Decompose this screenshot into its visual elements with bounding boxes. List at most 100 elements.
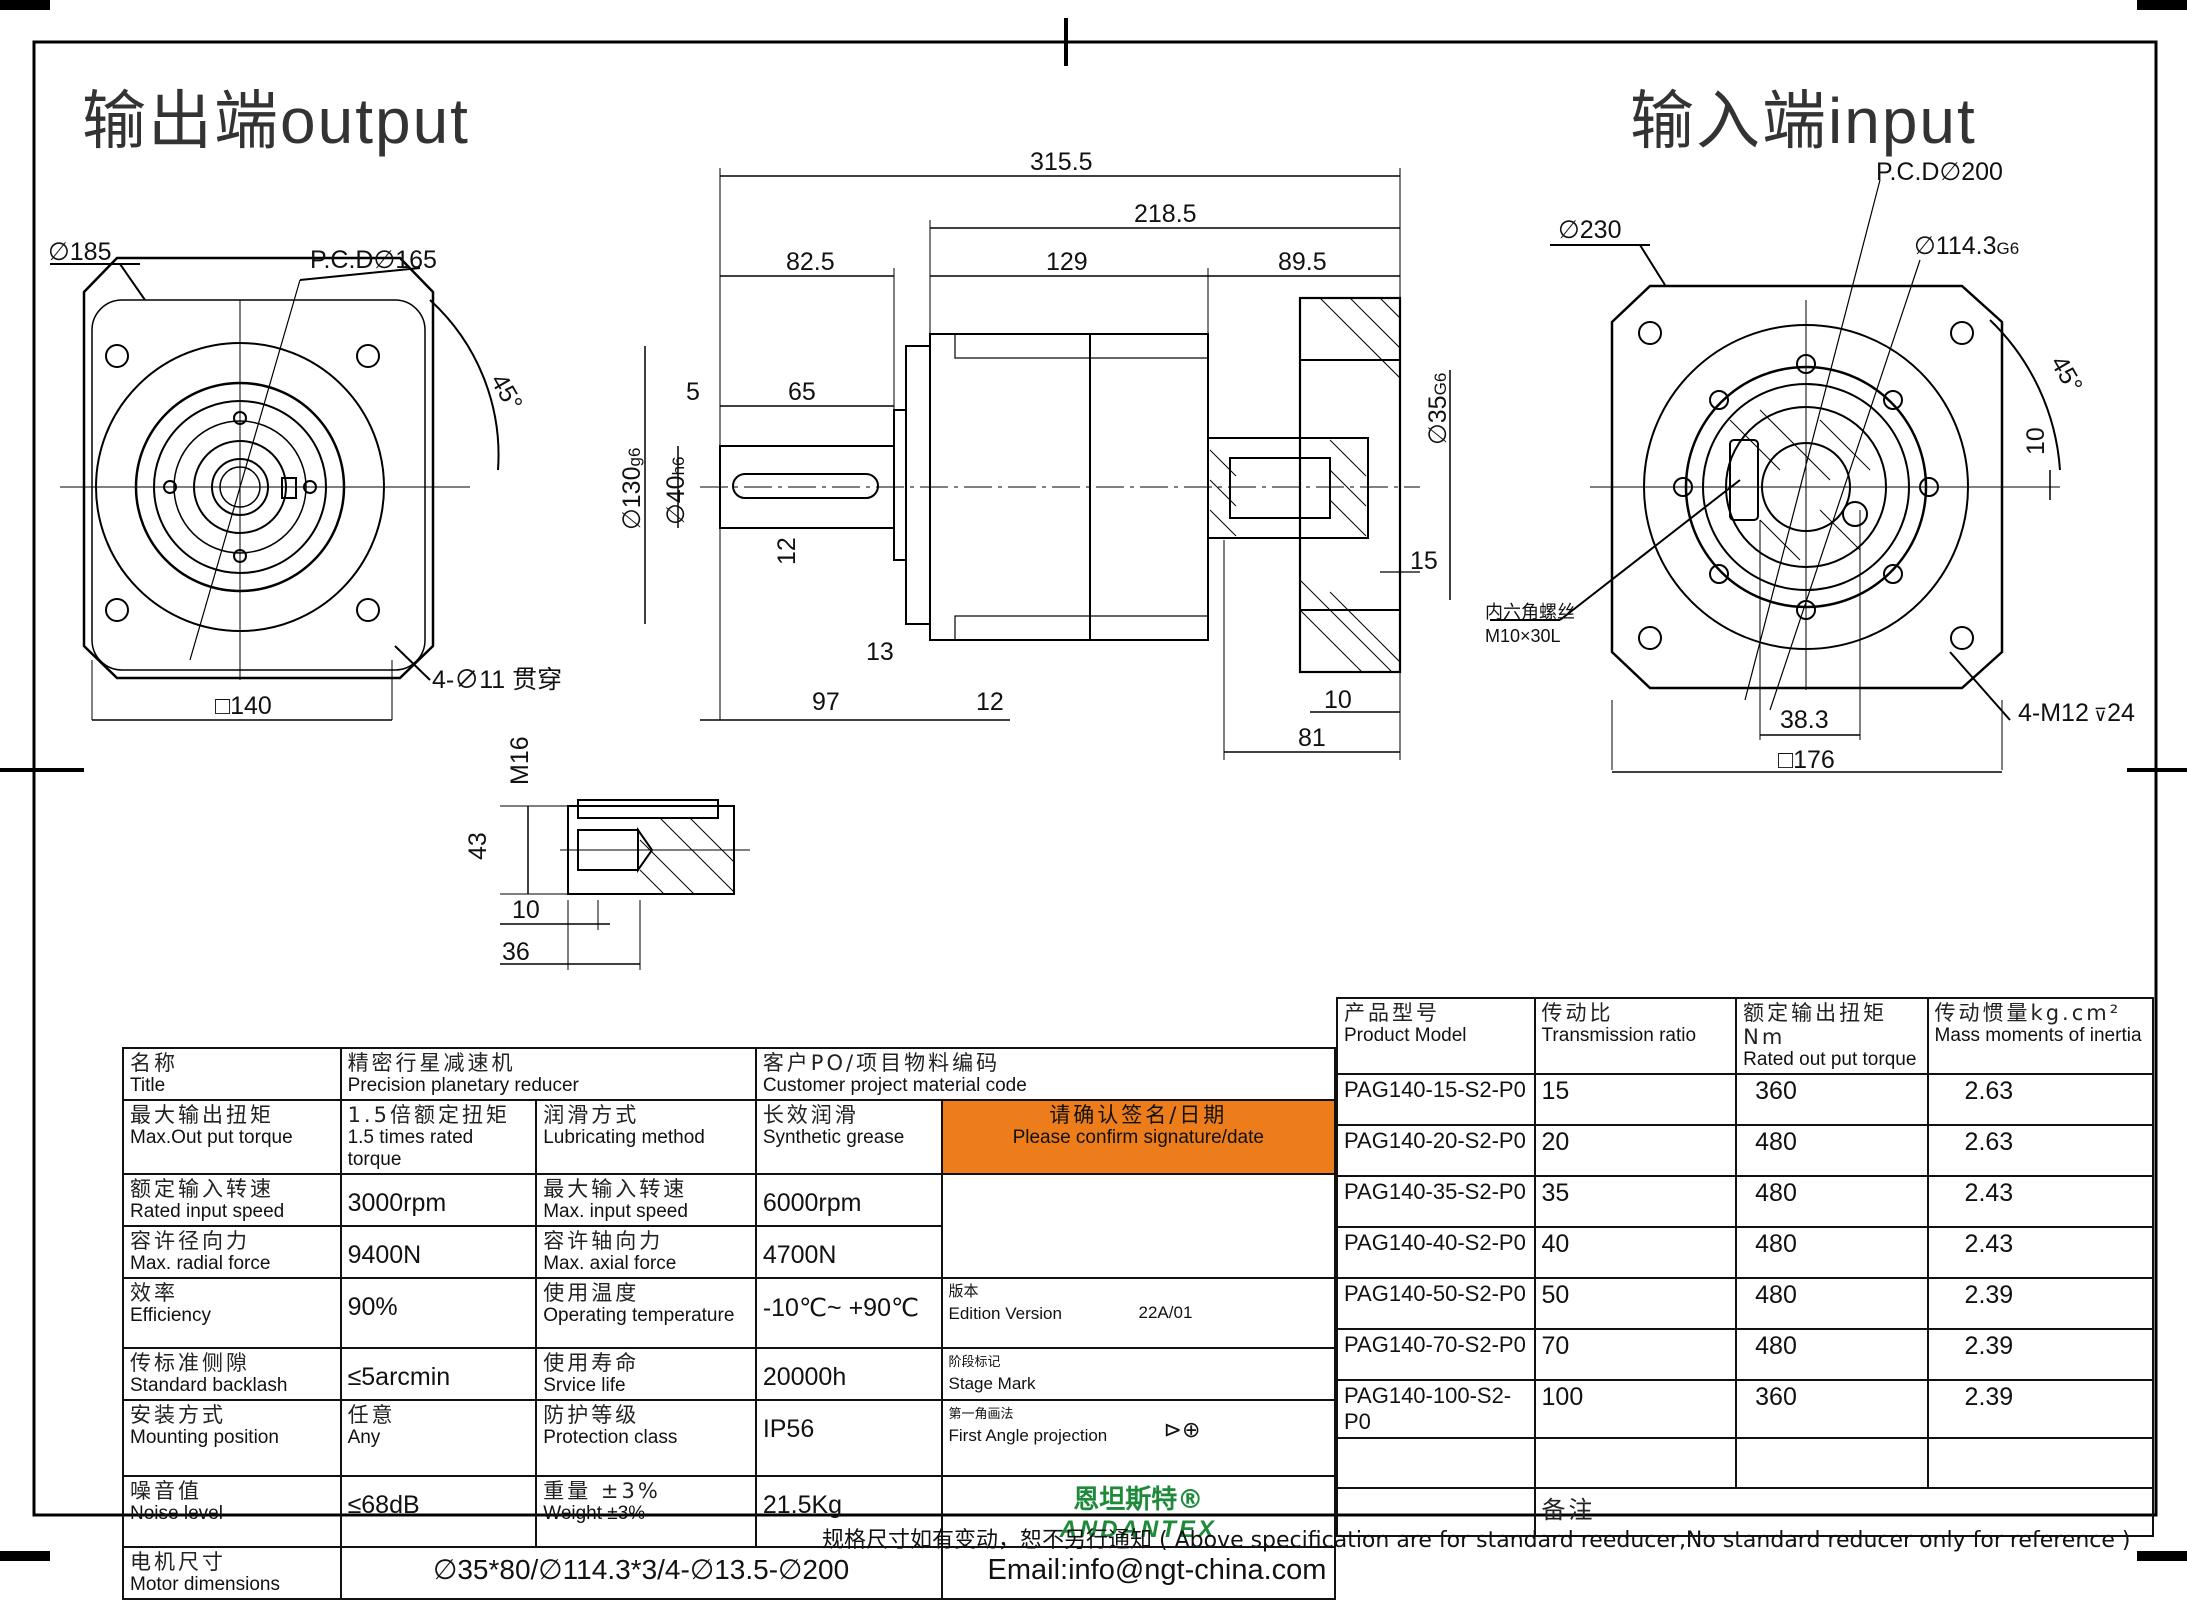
empty-cell	[1336, 1487, 1536, 1537]
noise-value: ≤68dB	[339, 1475, 538, 1548]
table-row: PAG140-35-S2-P0 35 480 2.43	[1336, 1175, 2155, 1228]
torque-cell: 480	[1735, 1124, 1929, 1177]
model-cell: PAG140-50-S2-P0	[1336, 1277, 1536, 1330]
dim-65: 65	[788, 378, 816, 406]
input-header: 输入端input	[1630, 70, 1977, 162]
torque-cell: 480	[1735, 1175, 1929, 1228]
table-row: PAG140-50-S2-P0 50 480 2.39	[1336, 1277, 2155, 1330]
temp-value: -10℃~ +90℃	[754, 1277, 943, 1349]
weight-label: 重量 ±3%Weight ±3%	[535, 1475, 757, 1548]
dim-12-flange: 12	[976, 688, 1004, 716]
dim-holes: 4-∅11 贯穿	[432, 666, 562, 694]
dim-10-m16: 10	[512, 896, 540, 924]
remark-row: 备注	[1336, 1487, 2155, 1537]
table-row: PAG140-70-S2-P0 70 480 2.39	[1336, 1328, 2155, 1381]
projection-symbol-icon: ⊳⊕	[1163, 1417, 1201, 1442]
dim-sq140: □140	[215, 692, 272, 720]
dim-sq176: □176	[1778, 746, 1835, 774]
dim-m12: 4-M12 ⊽24	[2018, 699, 2135, 727]
dim-10-input: 10	[1324, 686, 1352, 714]
inertia-cell: 2.39	[1926, 1277, 2155, 1330]
model-cell: PAG140-100-S2-P0	[1336, 1379, 1536, 1439]
model-cell: PAG140-40-S2-P0	[1336, 1226, 1536, 1279]
dim-m16: M16	[506, 736, 534, 785]
table-row: PAG140-15-S2-P0 15 360 2.63	[1336, 1073, 2155, 1126]
rated-speed-value: 3000rpm	[339, 1173, 538, 1227]
model-cell: PAG140-15-S2-P0	[1336, 1073, 1536, 1126]
dim-36: 36	[502, 938, 530, 966]
side-view	[644, 168, 1451, 760]
ratio-cell: 40	[1533, 1226, 1738, 1279]
dim-315-5: 315.5	[1030, 148, 1093, 176]
empty-cell	[1735, 1437, 1929, 1489]
signature-area[interactable]	[940, 1173, 1337, 1279]
protection-value: IP56	[754, 1399, 943, 1477]
input-header-cn: 输入端	[1630, 85, 1828, 159]
output-flange-view	[50, 256, 500, 721]
dim-89-5: 89.5	[1278, 248, 1327, 276]
dim-81: 81	[1298, 724, 1326, 752]
dim-38-3: 38.3	[1780, 706, 1829, 734]
brand-logo: 恩坦斯特® ANDANTEX	[940, 1475, 1337, 1548]
email-cell: Email:info@ngt-china.com	[940, 1546, 1337, 1600]
empty-cell	[1533, 1437, 1738, 1489]
output-header-cn: 输出端	[82, 85, 280, 159]
model-cell: PAG140-70-S2-P0	[1336, 1328, 1536, 1381]
dim-5: 5	[686, 378, 700, 406]
torque-cell: 480	[1735, 1226, 1929, 1279]
radial-value: 9400N	[339, 1225, 538, 1279]
table-row: PAG140-100-S2-P0 100 360 2.39	[1336, 1379, 2155, 1439]
dim-d185: ∅185	[48, 238, 112, 266]
table-row	[1336, 1437, 2155, 1489]
dim-12-key: 12	[773, 537, 801, 565]
ratio-cell: 50	[1533, 1277, 1738, 1330]
dim-218-5: 218.5	[1134, 200, 1197, 228]
inertia-cell: 2.43	[1926, 1175, 2155, 1228]
empty-cell	[1336, 1437, 1536, 1489]
ratio-cell: 15	[1533, 1073, 1738, 1126]
ratio-cell: 20	[1533, 1124, 1738, 1177]
ratio-cell: 35	[1533, 1175, 1738, 1228]
dim-97: 97	[812, 688, 840, 716]
table-row: PAG140-20-S2-P0 20 480 2.63	[1336, 1124, 2155, 1177]
dim-d230: ∅230	[1558, 216, 1622, 244]
life-value: 20000h	[754, 1347, 943, 1401]
dim-d35: ∅35G6	[1424, 373, 1452, 445]
inertia-cell: 2.63	[1926, 1073, 2155, 1126]
weight-value: 21.5Kg	[754, 1475, 943, 1548]
torque-cell: 360	[1735, 1073, 1929, 1126]
dim-d114-3: ∅114.3G6	[1914, 232, 2019, 260]
m16-detail	[500, 799, 750, 970]
dim-d130: ∅130g6	[618, 448, 646, 530]
remark-cell: 备注	[1533, 1487, 2155, 1537]
dim-43: 43	[464, 832, 492, 860]
torque-cell: 480	[1735, 1277, 1929, 1330]
ratio-cell: 100	[1533, 1379, 1738, 1439]
output-header-en: output	[280, 85, 470, 157]
screw-label-cn: 内六角螺丝	[1485, 602, 1575, 622]
efficiency-value: 90%	[339, 1277, 538, 1349]
